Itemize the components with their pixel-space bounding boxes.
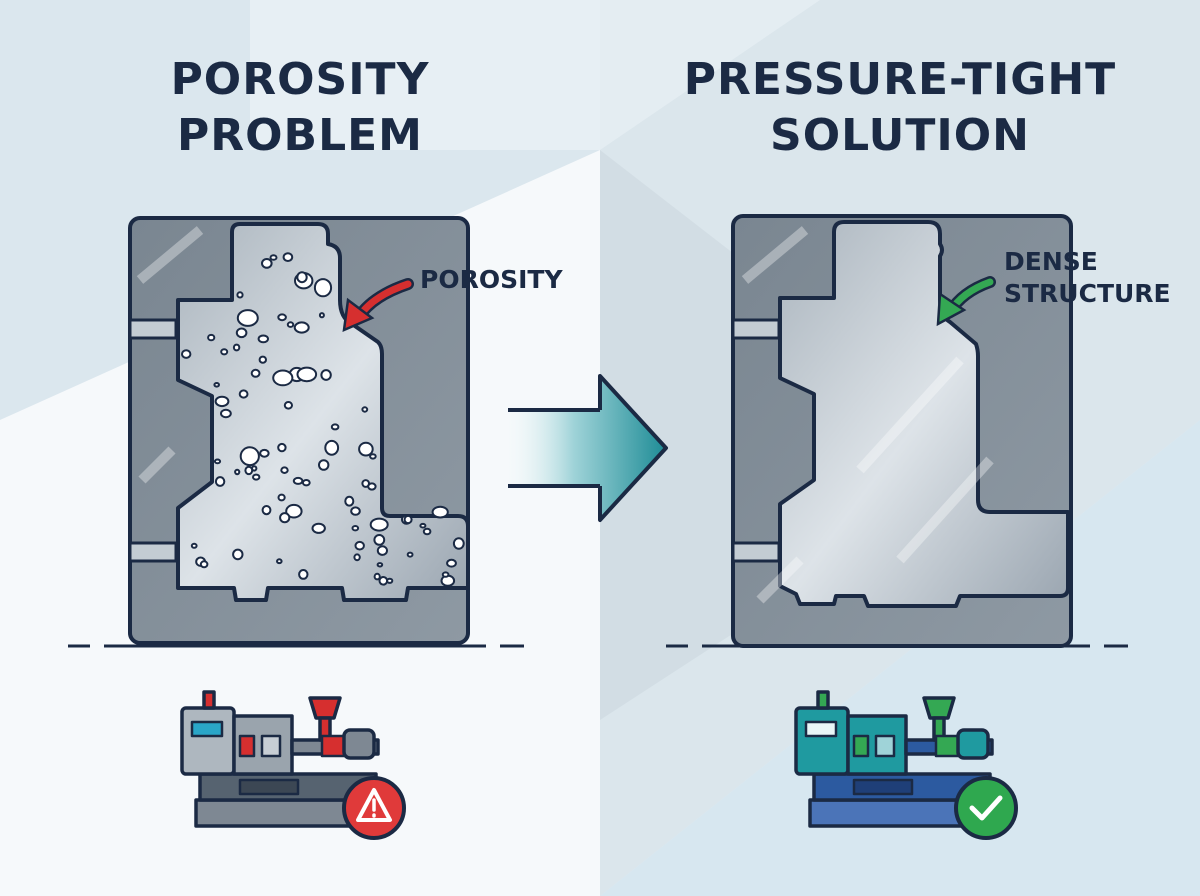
- pore: [213, 382, 220, 388]
- title-line: PRESSURE-TIGHT: [683, 54, 1117, 105]
- pore: [285, 503, 303, 519]
- callout-arrowhead-right: [936, 291, 967, 327]
- pore: [350, 506, 361, 516]
- pore: [220, 348, 229, 356]
- pore: [181, 349, 192, 359]
- pore: [320, 369, 332, 381]
- checkmark-icon: [954, 776, 1018, 840]
- pore: [441, 571, 450, 578]
- pore: [301, 479, 311, 487]
- pore: [220, 408, 232, 419]
- injection-molding-machine-icon: [180, 690, 380, 828]
- title-line: SOLUTION: [770, 110, 1030, 161]
- panel-title-problem: POROSITY PROBLEM: [0, 52, 600, 164]
- pore: [422, 527, 432, 536]
- pore: [276, 558, 283, 565]
- pore: [403, 514, 413, 525]
- callout-label-dense-structure: DENSE STRUCTURE: [1004, 246, 1171, 310]
- glass-reflections: [136, 226, 994, 604]
- pore: [376, 545, 388, 556]
- pore: [207, 333, 216, 342]
- pore: [373, 534, 386, 546]
- pore: [214, 395, 230, 408]
- callout-label-porosity: POROSITY: [420, 265, 563, 294]
- pore: [318, 312, 325, 319]
- pore: [358, 441, 374, 457]
- pore: [351, 525, 360, 532]
- pore: [269, 254, 278, 261]
- pore: [213, 458, 222, 465]
- pore: [369, 517, 389, 532]
- pore: [324, 439, 340, 456]
- pore: [311, 522, 326, 534]
- pore: [250, 368, 261, 378]
- pore: [280, 466, 289, 475]
- pore: [318, 459, 330, 471]
- pore: [190, 542, 198, 549]
- pore: [199, 560, 209, 569]
- pore: [236, 291, 244, 299]
- pore: [361, 406, 369, 413]
- title-line: POROSITY: [170, 54, 430, 105]
- warning-triangle-icon: [342, 776, 406, 840]
- pore: [419, 522, 427, 529]
- callout-line: STRUCTURE: [1004, 279, 1171, 308]
- pore: [452, 537, 465, 550]
- pore: [261, 505, 272, 516]
- pore: [252, 473, 261, 481]
- pore: [272, 369, 294, 387]
- pore: [431, 505, 449, 519]
- pore: [376, 562, 384, 568]
- dense-casting: [778, 220, 1070, 608]
- pore: [277, 442, 287, 453]
- pore: [378, 576, 389, 586]
- pore: [330, 423, 340, 431]
- pore: [238, 389, 249, 399]
- pore: [367, 482, 377, 491]
- pore: [286, 321, 295, 328]
- pore: [293, 321, 310, 334]
- right-arrow-icon: [498, 374, 668, 522]
- pore: [279, 512, 291, 524]
- panel-title-solution: PRESSURE-TIGHT SOLUTION: [600, 52, 1200, 164]
- pore: [292, 476, 304, 485]
- pore: [282, 252, 294, 263]
- pore: [369, 453, 377, 460]
- pore: [277, 493, 286, 502]
- porosity-voids: [181, 252, 465, 587]
- pore: [446, 558, 457, 568]
- pore: [344, 495, 355, 507]
- pore: [214, 476, 226, 487]
- pore: [313, 278, 333, 298]
- pore: [261, 258, 273, 269]
- pore: [353, 553, 361, 562]
- pore: [296, 366, 318, 383]
- pore: [232, 343, 241, 352]
- pore: [296, 271, 308, 284]
- pore: [283, 401, 293, 410]
- pore: [236, 309, 259, 327]
- callout-line: DENSE: [1004, 247, 1098, 276]
- pore: [257, 334, 269, 344]
- pore: [234, 468, 241, 476]
- pore: [373, 572, 381, 581]
- pore: [244, 465, 254, 476]
- pore: [277, 313, 287, 322]
- pore: [235, 327, 248, 339]
- pore: [406, 551, 414, 558]
- pore: [239, 446, 260, 467]
- pore: [259, 448, 270, 458]
- pore: [232, 548, 244, 561]
- dense-casting-mold: [731, 214, 1073, 648]
- pore: [298, 569, 309, 580]
- title-line: PROBLEM: [177, 110, 423, 161]
- pore: [258, 355, 267, 364]
- pore: [354, 540, 365, 551]
- callout-arrowhead-left: [342, 297, 375, 333]
